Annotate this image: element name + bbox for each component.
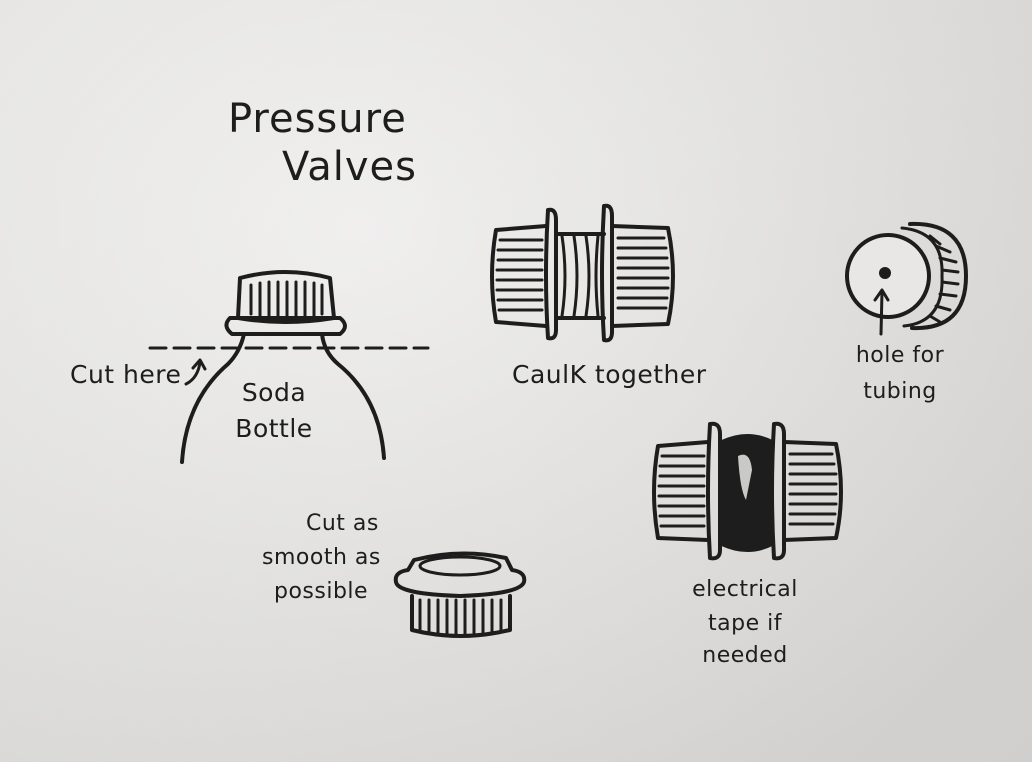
cut-here-label: Cut here [70, 362, 181, 388]
cut-smooth-line-1: Cut as [306, 512, 379, 535]
tubing-hole [879, 267, 891, 279]
tape-label-line-2: tape if [670, 612, 820, 635]
tape-label-line-1: electrical [670, 578, 820, 601]
cut-smooth-line-2: smooth as [262, 546, 381, 569]
cut-cap-drawing [396, 553, 525, 636]
taped-caps-drawing [654, 424, 841, 559]
soda-label-line-1: Soda [224, 380, 324, 406]
cap-with-hole-drawing [847, 224, 966, 334]
hole-label-line-1: hole for [840, 344, 960, 367]
cut-here-arrow [186, 362, 200, 384]
caulk-together-label: CaulK together [512, 362, 707, 388]
title-line-2: Valves [282, 146, 417, 188]
caulked-caps-drawing [492, 206, 673, 341]
soda-label-line-2: Bottle [214, 416, 334, 442]
title-line-1: Pressure [228, 98, 407, 140]
hole-label-line-2: tubing [840, 380, 960, 403]
tape-label-line-3: needed [670, 644, 820, 667]
cut-smooth-line-3: possible [274, 580, 368, 603]
